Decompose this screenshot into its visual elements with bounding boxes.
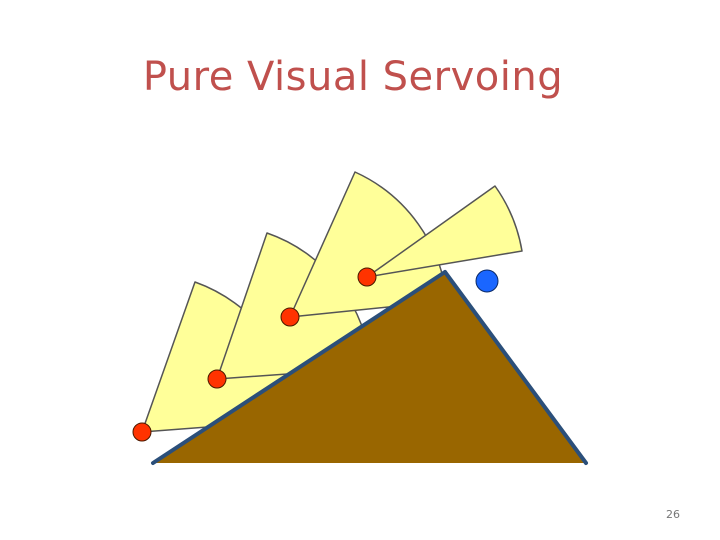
- target-point: [475, 269, 499, 293]
- ramp: [153, 272, 586, 463]
- camera-center: [207, 369, 227, 389]
- camera-center: [280, 307, 300, 327]
- camera-center: [357, 267, 377, 287]
- camera-center: [132, 422, 152, 442]
- ramp-edge: [443, 270, 588, 465]
- camera-fov-fan: [366, 185, 523, 278]
- slide-title: Pure Visual Servoing: [142, 54, 564, 100]
- slide-number: 26: [666, 508, 680, 521]
- ramp-edge: [151, 270, 447, 465]
